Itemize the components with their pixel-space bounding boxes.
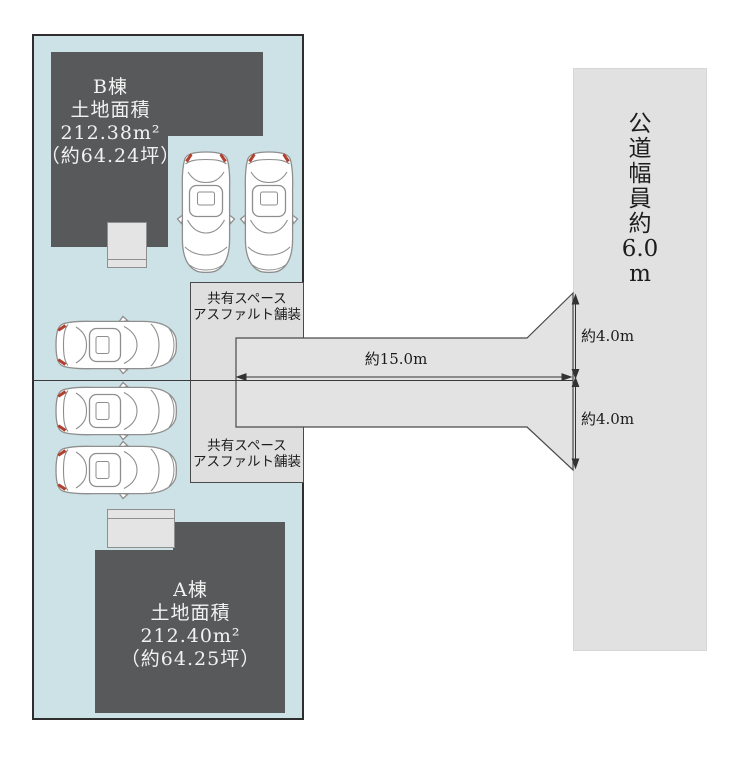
lot-a-building-wing (95, 550, 173, 713)
shared-space-line2: アスファルト舗装 (193, 454, 301, 470)
car-icon (55, 315, 178, 375)
shared-space-label-top: 共有スペース アスファルト舗装 (190, 291, 304, 323)
lot-b-building-wing (51, 52, 168, 247)
lot-b-name: B棟 (93, 76, 128, 98)
road-char: 公 (628, 111, 652, 137)
dimension-label-15m: 約15.0m (364, 350, 428, 368)
lot-a-area-m2: 212.40m² (140, 625, 241, 647)
road-char: m (629, 261, 651, 287)
lot-a-area-tsubo: （約64.25坪） (120, 648, 261, 670)
car-icon (239, 151, 299, 274)
road-char: 約 (628, 211, 652, 237)
lot-b-area-m2: 212.38m² (60, 122, 161, 144)
road-width-label: 公 道 幅 員 約 6.0 m (612, 112, 668, 287)
lot-a-area-label: 土地面積 (150, 602, 231, 624)
dimension-label-4m-upper: 約4.0m (581, 327, 635, 345)
lot-divider-line (32, 380, 573, 381)
car-icon (55, 381, 178, 441)
road-char: 幅 (628, 161, 652, 187)
road-char: 道 (628, 136, 652, 162)
shared-space-label-bottom: 共有スペース アスファルト舗装 (190, 438, 304, 470)
dimension-label-4m-lower: 約4.0m (581, 410, 635, 428)
shared-space-line2: アスファルト舗装 (193, 307, 301, 323)
lot-b-label: B棟 土地面積 212.38m² （約64.24坪） (38, 76, 183, 168)
car-icon (55, 440, 178, 500)
road-char: 員 (628, 186, 652, 212)
lot-b-area-label: 土地面積 (70, 99, 151, 121)
entrance-porch-b (107, 222, 147, 268)
lot-b-area-tsubo: （約64.24坪） (40, 145, 181, 167)
shared-space-line1: 共有スペース (207, 291, 287, 307)
lot-a-label: A棟 土地面積 212.40m² （約64.25坪） (118, 579, 263, 671)
shared-space-line1: 共有スペース (207, 438, 287, 454)
lot-a-building (173, 522, 285, 713)
road-char: 6.0 (621, 236, 659, 262)
entrance-porch-a (107, 509, 175, 548)
lot-a-name: A棟 (173, 579, 208, 601)
porch-step-line (108, 518, 174, 519)
porch-step-line (108, 259, 146, 260)
car-icon (176, 151, 236, 274)
public-road (573, 68, 707, 651)
